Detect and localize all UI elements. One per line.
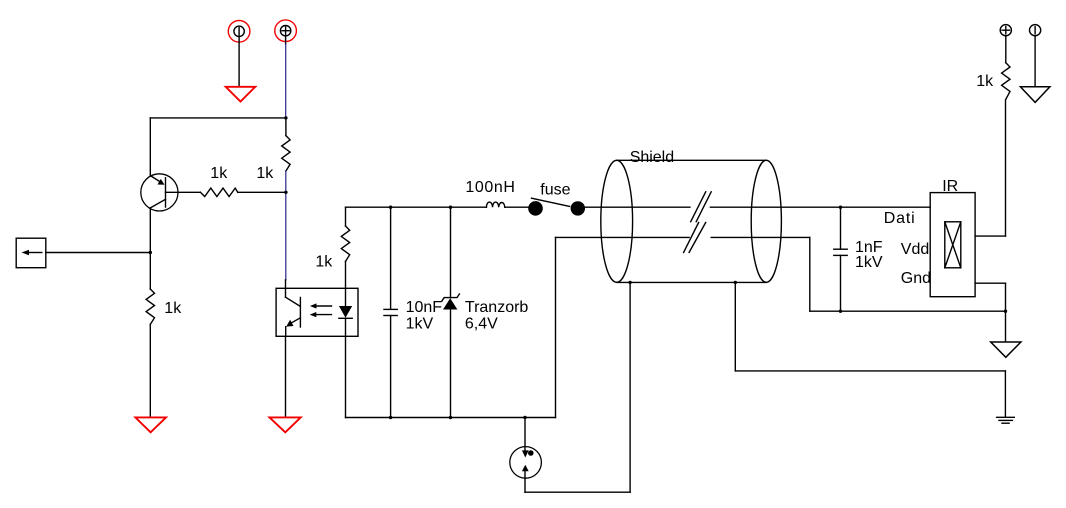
svg-text:Dati: Dati xyxy=(884,210,915,227)
svg-text:1k: 1k xyxy=(164,300,182,317)
svg-text:1nF: 1nF xyxy=(855,239,883,256)
svg-text:Shield: Shield xyxy=(630,149,674,166)
svg-text:1k: 1k xyxy=(315,254,333,271)
svg-text:6,4V: 6,4V xyxy=(465,315,498,332)
svg-text:1k: 1k xyxy=(210,165,228,182)
svg-text:1k: 1k xyxy=(976,73,994,90)
svg-text:Gnd: Gnd xyxy=(901,270,931,287)
svg-text:10nF: 10nF xyxy=(406,299,443,316)
svg-text:IR: IR xyxy=(942,178,958,195)
svg-text:1kV: 1kV xyxy=(855,254,883,271)
svg-text:Tranzorb: Tranzorb xyxy=(465,299,529,316)
svg-text:1kV: 1kV xyxy=(406,315,434,332)
svg-text:1k: 1k xyxy=(256,165,274,182)
svg-text:fuse: fuse xyxy=(540,182,570,199)
svg-text:100nH: 100nH xyxy=(465,179,515,196)
svg-text:Vdd: Vdd xyxy=(901,241,929,258)
